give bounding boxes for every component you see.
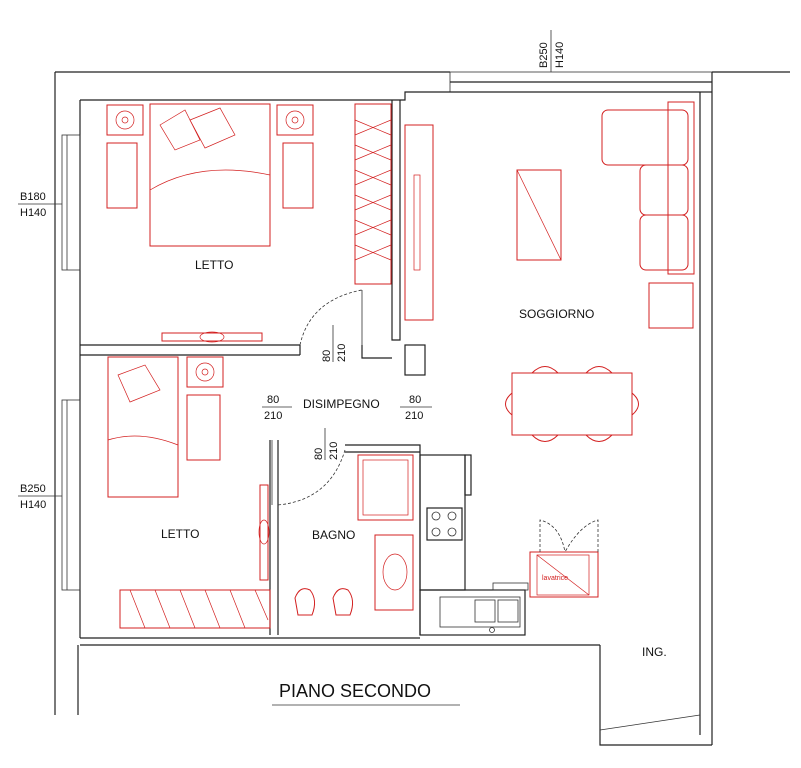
living-room-furniture — [505, 101, 695, 598]
window-left-upper-b: B180 — [20, 191, 46, 203]
door-bagno-w: 80 — [313, 448, 325, 460]
outer-walls — [54, 71, 790, 746]
door-dim-letto-top: 80 210 — [321, 325, 348, 362]
room-label-soggiorno: SOGGIORNO — [519, 307, 594, 321]
window-top-b: B250 — [538, 42, 550, 68]
door-bagno-h: 210 — [328, 442, 340, 460]
left-windows — [61, 134, 81, 591]
window-top-label: B250 H140 — [538, 30, 566, 72]
room-label-ingresso: ING. — [642, 645, 667, 659]
window-top-h: H140 — [554, 42, 566, 68]
room-label-letto-bottom: LETTO — [161, 527, 199, 541]
plan-title: PIANO SECONDO — [279, 681, 431, 701]
door-dim-letto-bottom: 80 210 — [262, 394, 292, 422]
window-left-lower-label: B250 H140 — [18, 483, 62, 511]
door-letto-top-h: 210 — [336, 344, 348, 362]
kitchen-fixtures — [426, 507, 521, 633]
room-label-letto-top: LETTO — [195, 258, 233, 272]
door-dim-bagno: 80 210 — [313, 428, 340, 460]
bathroom-fixtures — [294, 454, 414, 616]
bedroom-bottom-furniture — [107, 356, 271, 629]
window-left-lower-b: B250 — [20, 483, 46, 495]
window-left-lower-h: H140 — [20, 499, 46, 511]
door-letto-top-w: 80 — [321, 350, 333, 362]
door-dim-disimpegno: 80 210 — [400, 394, 432, 422]
door-disimpegno-w: 80 — [409, 394, 421, 406]
window-left-upper-label: B180 H140 — [18, 191, 62, 219]
door-letto-bottom-h: 210 — [264, 410, 282, 422]
room-label-disimpegno: DISIMPEGNO — [303, 397, 380, 411]
interior-walls — [80, 100, 529, 636]
appliance-label: lavatrice — [542, 575, 568, 582]
bedroom-top-furniture — [106, 103, 434, 343]
window-left-upper-h: H140 — [20, 207, 46, 219]
room-label-bagno: BAGNO — [312, 528, 355, 542]
door-disimpegno-h: 210 — [405, 410, 423, 422]
door-swings — [271, 289, 363, 506]
door-letto-bottom-w: 80 — [267, 394, 279, 406]
